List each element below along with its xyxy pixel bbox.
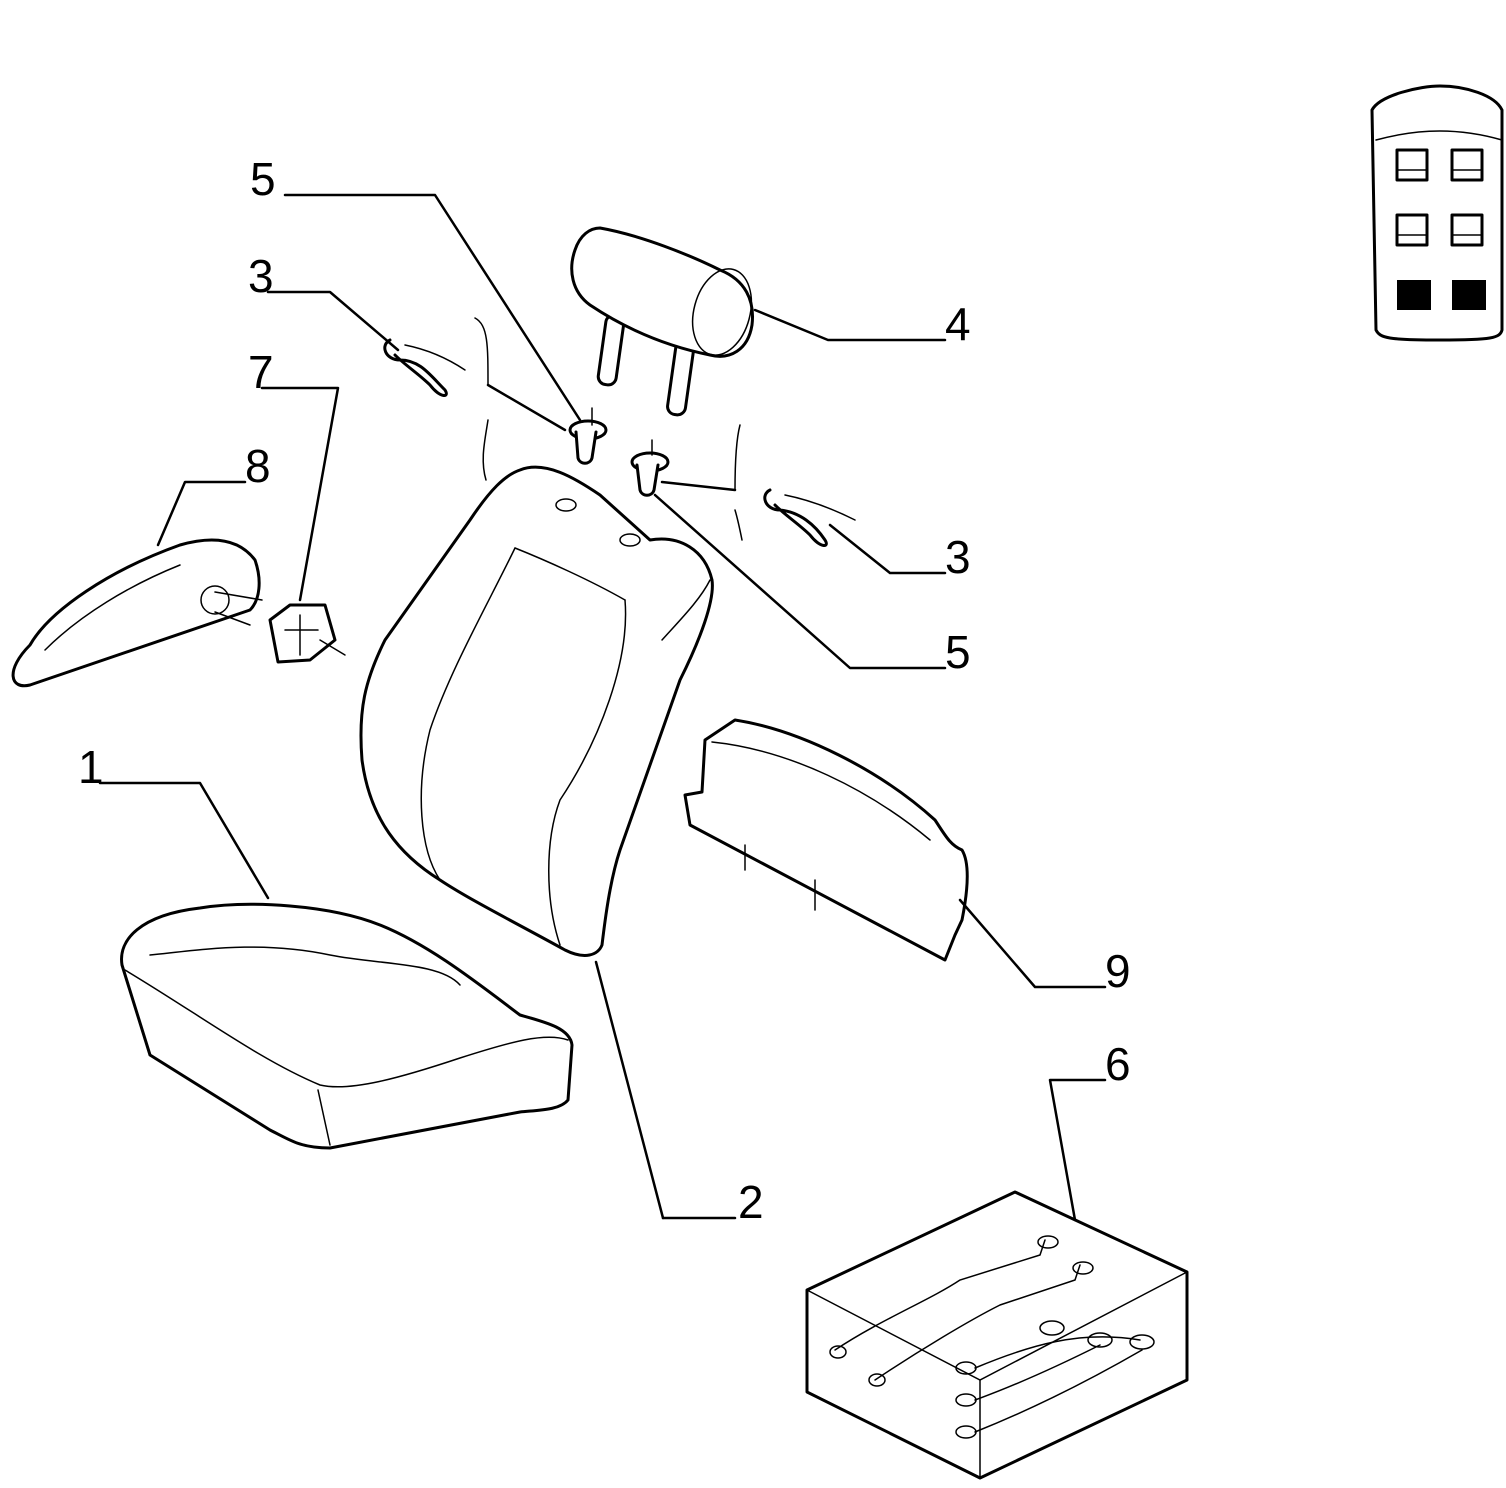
seat-cushion-part — [120, 902, 574, 1150]
vehicle-seat-position-key-icon — [1370, 84, 1504, 342]
heating-pad-part — [805, 1190, 1189, 1480]
callout-seat-cushion: 1 — [78, 741, 104, 793]
headrest-part — [570, 226, 755, 417]
leader-lines — [98, 193, 1107, 1222]
callout-guide-left: 5 — [250, 153, 276, 205]
callout-headrest: 4 — [945, 298, 971, 350]
callout-armrest: 8 — [245, 440, 271, 492]
callout-guide-right: 5 — [945, 626, 971, 678]
headrest-guide-left-part — [568, 407, 608, 465]
armrest-part — [11, 538, 263, 688]
back-panel-part — [683, 718, 969, 962]
headrest-guide-right-part — [630, 439, 670, 497]
callout-hinge-cover: 7 — [248, 346, 274, 398]
callout-clip-left: 3 — [248, 250, 274, 302]
hinge-cover-part — [268, 603, 346, 664]
backrest-part — [359, 465, 714, 957]
callout-clip-right: 3 — [945, 531, 971, 583]
clip-left-part — [383, 317, 489, 481]
callout-backrest: 2 — [738, 1176, 764, 1228]
clip-right-part — [734, 424, 856, 547]
callout-back-panel: 9 — [1105, 945, 1131, 997]
callout-heating-pad: 6 — [1105, 1038, 1131, 1090]
